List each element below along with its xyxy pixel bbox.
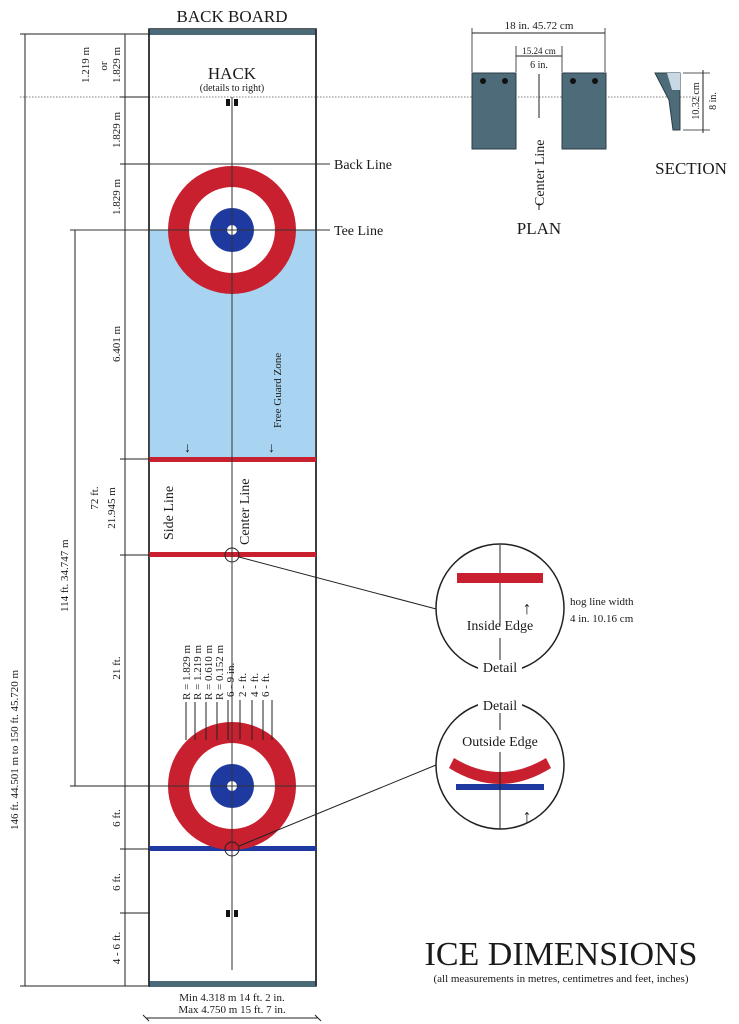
radius-label: 2 - ft. [237, 673, 249, 697]
back-line-label: Back Line [334, 158, 392, 173]
back-board-top [149, 29, 316, 35]
hack-plan: 18 in. 45.72 cm 15.24 cm 6 in. Center Li… [471, 20, 607, 238]
hog-to-tee-ft-label: 21 ft. [111, 656, 123, 679]
hack-note: (details to right) [200, 83, 264, 94]
tee-to-back-ft-label: 6 ft. [111, 809, 123, 827]
left-dimension-lines [20, 33, 150, 987]
width-min-label: Min 4.318 m 14 ft. 2 in. [179, 992, 285, 1004]
detail-outside-edge: Detail Outside Edge ↑ [435, 698, 565, 830]
hack-section: 10.32 cm 8 in. SECTION [654, 70, 727, 178]
plan-center-line-label: Center Line [533, 140, 548, 206]
hack-to-back-label: 1.829 m [111, 112, 123, 149]
radius-label: 4 - ft. [249, 673, 261, 697]
hog-to-hog-m-label: 21.945 m [106, 487, 118, 529]
tee-to-tee-label: 114 ft. 34.747 m [59, 539, 71, 612]
fgz-arrow-right-icon: ↓ [268, 441, 275, 456]
center-line-label: Center Line [238, 479, 253, 545]
inside-detail-label: Detail [483, 661, 517, 676]
side-line-label: Side Line [162, 486, 177, 540]
back-board-label: BACK BOARD [177, 7, 288, 26]
radius-label: R = 1.829 m [181, 644, 193, 700]
radius-label: R = 1.219 m [192, 644, 204, 700]
up-arrow-icon: ↑ [523, 598, 532, 618]
section-height-in-label: 8 in. [708, 92, 719, 110]
hog-line-width-value: 4 in. 10.16 cm [570, 613, 634, 625]
hack-segment-2-label: 1.829 m [111, 47, 123, 84]
plan-title: PLAN [517, 219, 561, 238]
up-arrow-icon: ↑ [523, 806, 532, 826]
total-length-label: 146 ft. 44.501 m to 150 ft. 45.720 m [9, 669, 21, 830]
radius-label: 6 - ft. [260, 673, 272, 697]
hack-block-right [561, 72, 607, 150]
diagram-subtitle: (all measurements in metres, centimetres… [433, 973, 688, 985]
hog-to-hog-ft-label: 72 ft. [89, 486, 101, 509]
inside-edge-label: Inside Edge [467, 619, 533, 634]
radius-label: R = 0.152 m [214, 644, 226, 700]
radius-label: R = 0.610 m [203, 644, 215, 700]
hack-to-board-ft-label: 4 - 6 ft. [111, 932, 123, 965]
radius-label: 6 - 9 in. [225, 663, 237, 697]
plan-gap-cm-label: 15.24 cm [522, 46, 556, 56]
width-max-label: Max 4.750 m 15 ft. 7 in. [178, 1004, 285, 1016]
detail-hog-line [457, 573, 543, 583]
plan-gap-in-label: 6 in. [530, 60, 548, 71]
outside-detail-label: Detail [483, 699, 517, 714]
radius-leaders [185, 700, 273, 740]
leader-outside [238, 764, 437, 847]
detail-house-arc [449, 758, 551, 784]
hack-segment-1-label: 1.219 m [80, 47, 92, 84]
diagram-title: ICE DIMENSIONS [425, 936, 698, 973]
detail-marker-inside [224, 547, 240, 563]
hack-block-left [471, 72, 517, 150]
hack-near-icon [226, 910, 238, 917]
ice-sheet: ↓ ↓ [20, 28, 700, 987]
section-height-cm-label: 10.32 cm [691, 82, 702, 119]
tee-line-label: Tee Line [334, 224, 383, 239]
plan-width-label: 18 in. 45.72 cm [505, 20, 574, 32]
back-to-tee-label: 1.829 m [111, 179, 123, 216]
hack-label: HACK [208, 64, 257, 83]
detail-marker-outside [224, 841, 240, 857]
radii-labels: R = 1.829 m R = 1.219 m R = 0.610 m R = … [181, 644, 272, 700]
section-title: SECTION [655, 159, 727, 178]
detail-inside-edge: ↑ Inside Edge Detail hog line width 4 in… [435, 543, 634, 676]
back-board-bottom [149, 981, 316, 987]
free-guard-zone-label: Free Guard Zone [272, 353, 284, 428]
outside-edge-label: Outside Edge [462, 735, 538, 750]
back-to-hack-ft-label: 6 ft. [111, 873, 123, 891]
hack-segment-or-label: or [98, 61, 110, 71]
hog-line-width-label: hog line width [570, 596, 634, 608]
fgz-arrow-left-icon: ↓ [184, 441, 191, 456]
leader-inside [238, 556, 441, 611]
tee-to-hog-label: 6.401 m [111, 326, 123, 363]
hack-far-icon [226, 99, 238, 106]
